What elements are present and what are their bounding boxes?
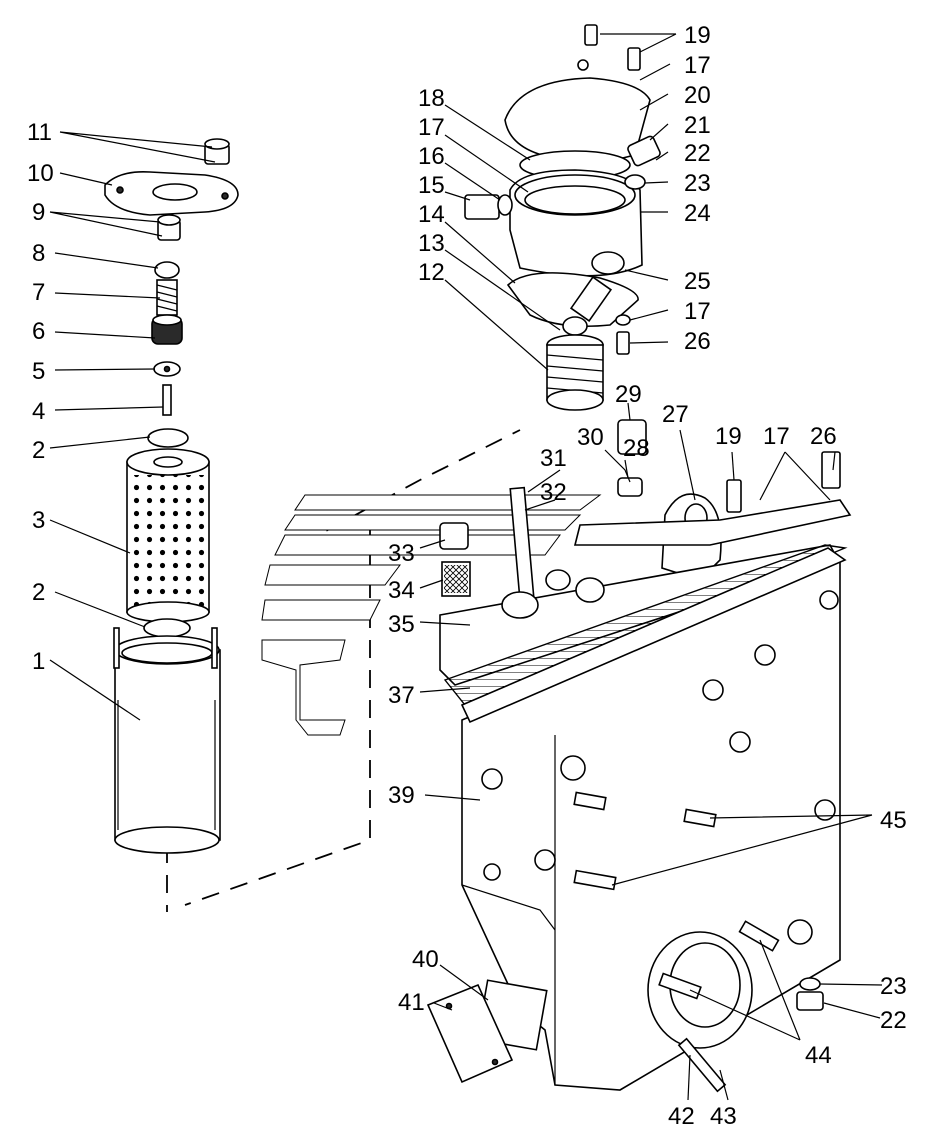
seal-part xyxy=(624,174,646,190)
callout-26b: 26 xyxy=(810,423,837,450)
callout-20: 20 xyxy=(684,82,711,109)
callout-37: 37 xyxy=(388,682,415,709)
seal-part xyxy=(147,428,189,448)
plug-part xyxy=(439,522,469,550)
callout-17b: 17 xyxy=(684,298,711,325)
callout-39: 39 xyxy=(388,782,415,809)
callout-9: 9 xyxy=(32,199,45,226)
leader-lines xyxy=(49,33,883,1101)
callout-5: 5 xyxy=(32,358,45,385)
valve-cap-part xyxy=(154,261,180,279)
callout-30: 30 xyxy=(577,424,604,451)
stud-part xyxy=(658,972,702,1000)
callout-10: 10 xyxy=(27,160,54,187)
pipe-part xyxy=(562,276,613,336)
callout-41: 41 xyxy=(398,989,425,1016)
callout-3: 3 xyxy=(32,507,45,534)
main-housing xyxy=(426,547,847,1093)
callout-44: 44 xyxy=(805,1042,832,1069)
callout-17c: 17 xyxy=(418,114,445,141)
cap-part xyxy=(617,477,643,497)
ghost-outline xyxy=(261,494,602,736)
cover-assembly xyxy=(464,24,661,411)
callout-43: 43 xyxy=(710,1103,737,1130)
callout-22a: 22 xyxy=(684,140,711,167)
seal-part xyxy=(799,977,821,991)
callout-21: 21 xyxy=(684,112,711,139)
screw-part xyxy=(584,24,598,46)
callout-17a: 17 xyxy=(684,52,711,79)
callout-27: 27 xyxy=(662,401,689,428)
callout-23b: 23 xyxy=(880,973,907,1000)
callout-40: 40 xyxy=(412,946,439,973)
callout-31: 31 xyxy=(540,445,567,472)
bolt-part xyxy=(821,451,841,489)
stud-part xyxy=(683,808,717,828)
callout-11: 11 xyxy=(27,119,52,146)
callout-labels: 11 10 9 8 7 6 5 4 2 3 2 1 19 17 20 21 22… xyxy=(27,22,907,1130)
callout-45: 45 xyxy=(880,807,907,834)
housing-top-face xyxy=(460,547,847,724)
callout-22b: 22 xyxy=(880,1007,907,1034)
gasket-part xyxy=(573,499,852,546)
callout-19a: 19 xyxy=(684,22,711,49)
callout-4: 4 xyxy=(32,398,45,425)
callout-35: 35 xyxy=(388,611,415,638)
callout-34: 34 xyxy=(388,577,415,604)
seal-part xyxy=(143,618,191,638)
valve-body-housing-part xyxy=(509,169,643,277)
callout-19b: 19 xyxy=(715,423,742,450)
filter-element-part xyxy=(126,448,210,623)
stud-part xyxy=(573,869,617,891)
callout-23a: 23 xyxy=(684,170,711,197)
plug-part xyxy=(464,194,500,220)
callout-13: 13 xyxy=(418,230,445,257)
callout-28: 28 xyxy=(623,435,650,462)
bolt-part xyxy=(726,479,742,513)
callout-16: 16 xyxy=(418,143,445,170)
screw-part xyxy=(616,331,630,355)
callout-12: 12 xyxy=(418,259,445,286)
callout-32: 32 xyxy=(540,479,567,506)
callout-2a: 2 xyxy=(32,437,45,464)
callout-8: 8 xyxy=(32,240,45,267)
callout-7: 7 xyxy=(32,279,45,306)
plug-part xyxy=(796,991,824,1011)
filter-housing-part xyxy=(113,627,221,854)
callout-25: 25 xyxy=(684,268,711,295)
fitting-part xyxy=(627,135,661,167)
callout-26a: 26 xyxy=(684,328,711,355)
cover-plate-part xyxy=(504,77,651,162)
callout-6: 6 xyxy=(32,318,45,345)
callout-17d: 17 xyxy=(763,423,790,450)
screw-part xyxy=(162,384,172,416)
callout-15: 15 xyxy=(418,172,445,199)
callout-33: 33 xyxy=(388,540,415,567)
callout-24: 24 xyxy=(684,200,711,227)
callout-42: 42 xyxy=(668,1103,695,1130)
callout-18: 18 xyxy=(418,85,445,112)
stud-part xyxy=(738,920,780,952)
screw-part xyxy=(627,47,641,71)
cap-part xyxy=(617,419,647,455)
bolt-part xyxy=(677,1037,727,1093)
filter-assembly xyxy=(104,138,239,854)
spring-part xyxy=(546,334,604,411)
stud-part xyxy=(573,791,607,811)
callout-29: 29 xyxy=(615,381,642,408)
callout-2b: 2 xyxy=(32,579,45,606)
callout-14: 14 xyxy=(418,201,445,228)
callout-1: 1 xyxy=(32,648,45,675)
